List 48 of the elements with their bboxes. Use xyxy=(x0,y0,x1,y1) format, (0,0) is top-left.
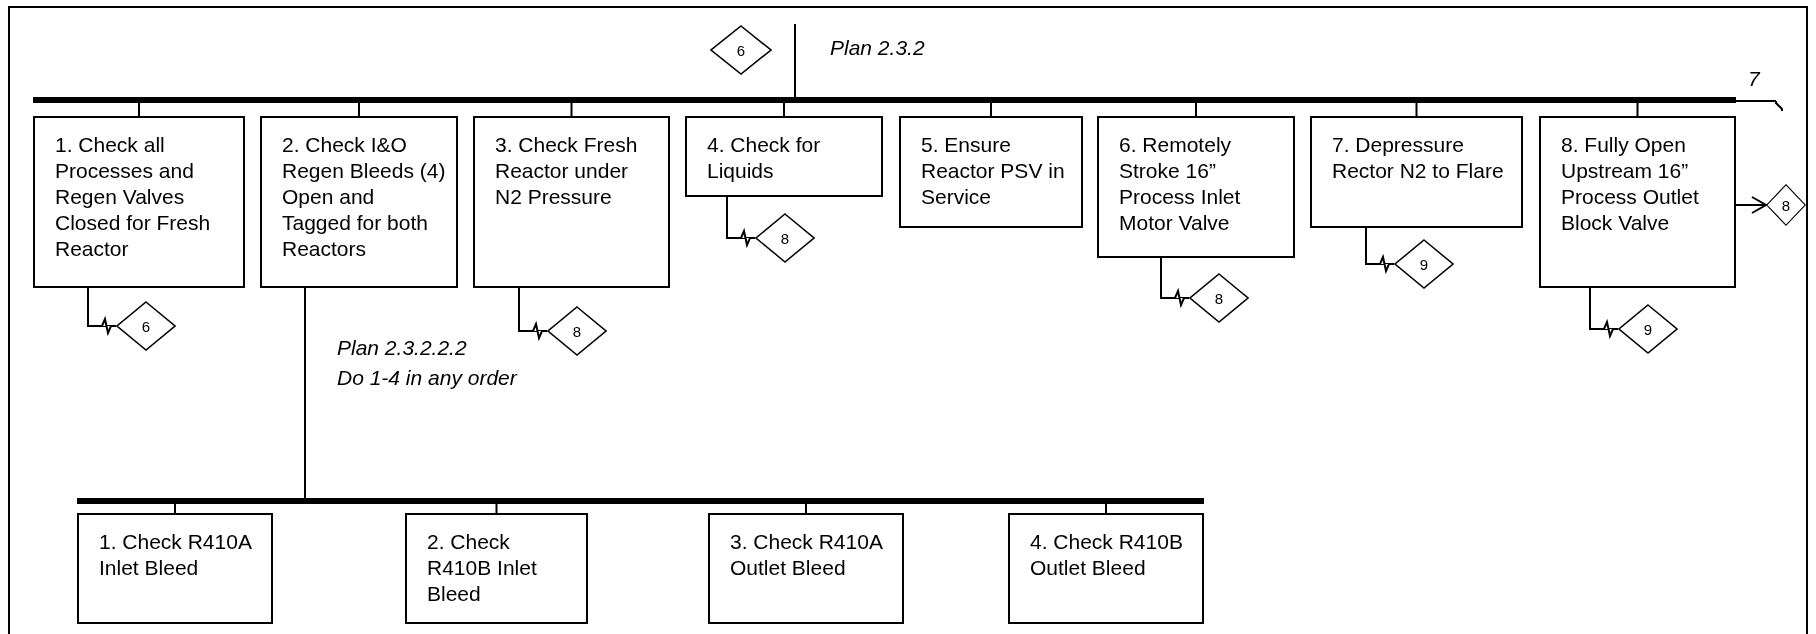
plan-note: Do 1-4 in any order xyxy=(337,366,517,390)
task-box: 1. Check all Processes and Regen Valves Closed for Fresh Reactor xyxy=(33,116,245,288)
plan-note: Plan 2.3.2 xyxy=(830,36,925,60)
arrow xyxy=(1735,196,1767,214)
task-box: 7. Depressure Rector N2 to Flare xyxy=(1310,116,1523,228)
task-box: 8. Fully Open Upstream 16” Process Outlet Block Valve xyxy=(1539,116,1736,288)
reference-diamond: 6 xyxy=(116,301,176,351)
connector-line xyxy=(1415,102,1418,117)
connector-line xyxy=(990,102,992,117)
connector-line xyxy=(1195,102,1197,117)
task-box: 6. Remotely Stroke 16” Process Inlet Motor Valve xyxy=(1097,116,1295,258)
stop-line xyxy=(1589,287,1619,337)
connector-line xyxy=(783,102,785,117)
task-box: 4. Check for Liquids xyxy=(685,116,883,197)
reference-diamond: 9 xyxy=(1618,304,1678,354)
connector-line xyxy=(794,23,796,98)
connector-line xyxy=(1105,503,1107,514)
connector-line xyxy=(495,503,498,514)
reference-diamond: 8 xyxy=(547,306,607,356)
stop-line xyxy=(518,287,548,339)
bus-bar xyxy=(77,498,1204,504)
bus-bar xyxy=(33,97,1736,103)
connector-line xyxy=(805,503,807,514)
connector-line xyxy=(304,287,306,499)
reference-diamond: 8 xyxy=(1766,184,1806,226)
stop-line xyxy=(726,196,756,246)
task-box: 2. Check R410B Inlet Bleed xyxy=(405,513,588,624)
connector-line xyxy=(570,102,573,117)
reference-diamond: 8 xyxy=(755,213,815,263)
task-box: 3. Check R410A Outlet Bleed xyxy=(708,513,904,624)
reference-diamond: 9 xyxy=(1394,239,1454,289)
plan-note: Plan 2.3.2.2.2 xyxy=(337,336,467,360)
stop-line xyxy=(1160,257,1190,306)
task-box: 2. Check I&O Regen Bleeds (4) Open and Tagged for both Reactors xyxy=(260,116,458,288)
task-box: 5. Ensure Reactor PSV in Service xyxy=(899,116,1083,228)
task-box: 1. Check R410A Inlet Bleed xyxy=(77,513,273,624)
edge-label: 7 xyxy=(1748,67,1760,91)
connector-line xyxy=(138,102,140,117)
connector-line xyxy=(358,102,360,117)
connector-line xyxy=(174,503,176,514)
reference-diamond: 8 xyxy=(1189,273,1249,323)
task-box: 4. Check R410B Outlet Bleed xyxy=(1008,513,1204,624)
reference-diamond: 6 xyxy=(710,25,772,75)
stop-line xyxy=(1365,227,1395,272)
task-box: 3. Check Fresh Reactor under N2 Pressure xyxy=(473,116,670,288)
connector-line xyxy=(1636,102,1639,117)
stop-line xyxy=(87,287,117,334)
stop-line xyxy=(1735,100,1783,112)
